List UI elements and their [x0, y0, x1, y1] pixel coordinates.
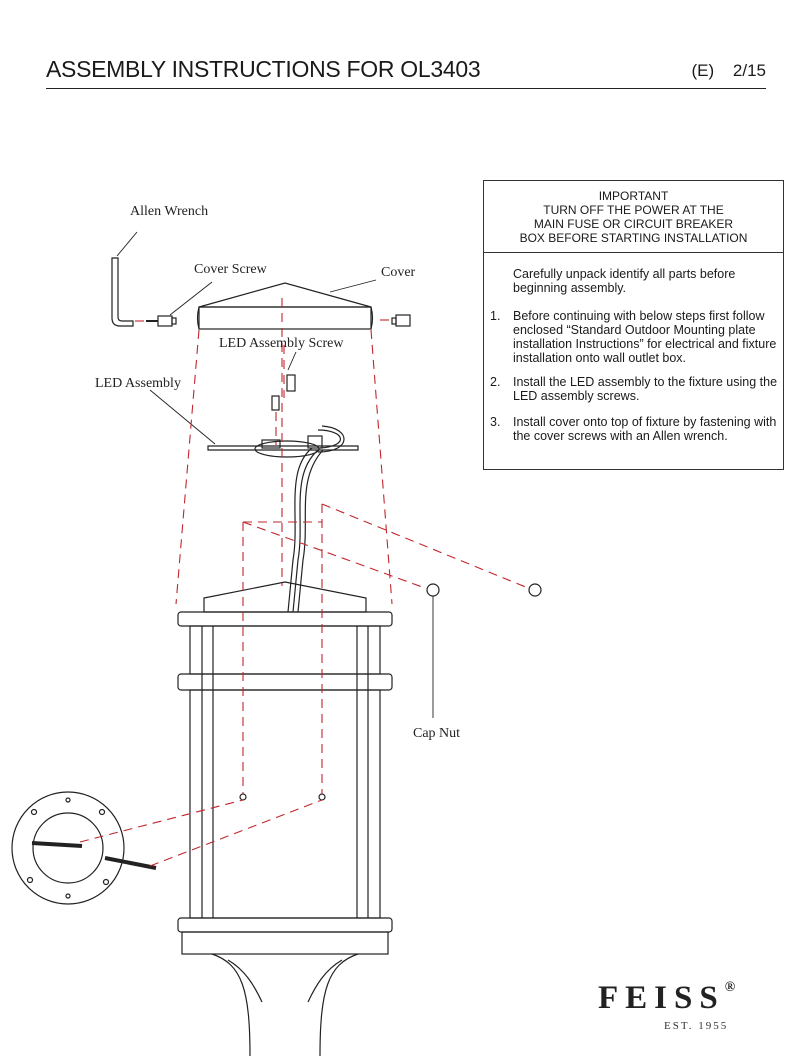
cap-nut-label: Cap Nut	[413, 726, 461, 741]
step-text: Before continuing with below steps first…	[513, 309, 777, 365]
page-count: 2/15	[732, 61, 766, 80]
warning-line-2: TURN OFF THE POWER AT THE	[543, 203, 724, 217]
mounting-plate-icon	[11, 791, 157, 905]
step-number: 3.	[490, 415, 501, 429]
intro-text: Carefully unpack identify all parts befo…	[513, 267, 736, 295]
warning-line-4: BOX BEFORE STARTING INSTALLATION	[519, 231, 748, 245]
led-assembly-label: LED Assembly	[95, 376, 181, 391]
brand-logo: FEISS®	[598, 980, 735, 1017]
step-number: 2.	[490, 375, 501, 389]
cover-label: Cover	[381, 265, 416, 280]
step-2: 2. Install the LED assembly to the fixtu…	[490, 375, 780, 403]
cover-screw-right-icon	[391, 314, 411, 327]
led-assembly-icon	[207, 425, 359, 613]
registered-mark: ®	[724, 980, 736, 995]
step-number: 1.	[490, 309, 501, 323]
led-screw-icon	[271, 374, 296, 411]
warning-line-1: IMPORTANT	[598, 189, 669, 203]
cover-icon	[196, 282, 374, 330]
allen-wrench-label: Allen Wrench	[130, 204, 209, 219]
cover-screw-label: Cover Screw	[194, 262, 267, 277]
title-rule	[46, 88, 766, 89]
allen-wrench-icon	[111, 257, 134, 327]
step-1: 1. Before continuing with below steps fi…	[490, 309, 780, 365]
cover-screw-icon	[146, 315, 177, 327]
page-number: (E) 2/15	[692, 61, 767, 81]
language-code: (E)	[691, 61, 715, 80]
instructions-box: IMPORTANT TURN OFF THE POWER AT THE MAIN…	[483, 180, 784, 470]
step-text: Install cover onto top of fixture by fas…	[513, 415, 777, 443]
step-text: Install the LED assembly to the fixture …	[513, 375, 778, 403]
page-title: ASSEMBLY INSTRUCTIONS FOR OL3403	[46, 56, 481, 82]
warning-line-3: MAIN FUSE OR CIRCUIT BREAKER	[533, 217, 734, 231]
lantern-body-icon	[177, 581, 393, 1056]
important-warning: IMPORTANT TURN OFF THE POWER AT THE MAIN…	[484, 181, 783, 253]
brand-name: FEISS	[598, 980, 725, 1016]
cap-nut-icon	[426, 583, 440, 597]
brand-established: EST. 1955	[664, 1020, 729, 1032]
step-3: 3. Install cover onto top of fixture by …	[490, 415, 780, 443]
led-assembly-screw-label: LED Assembly Screw	[219, 336, 344, 351]
